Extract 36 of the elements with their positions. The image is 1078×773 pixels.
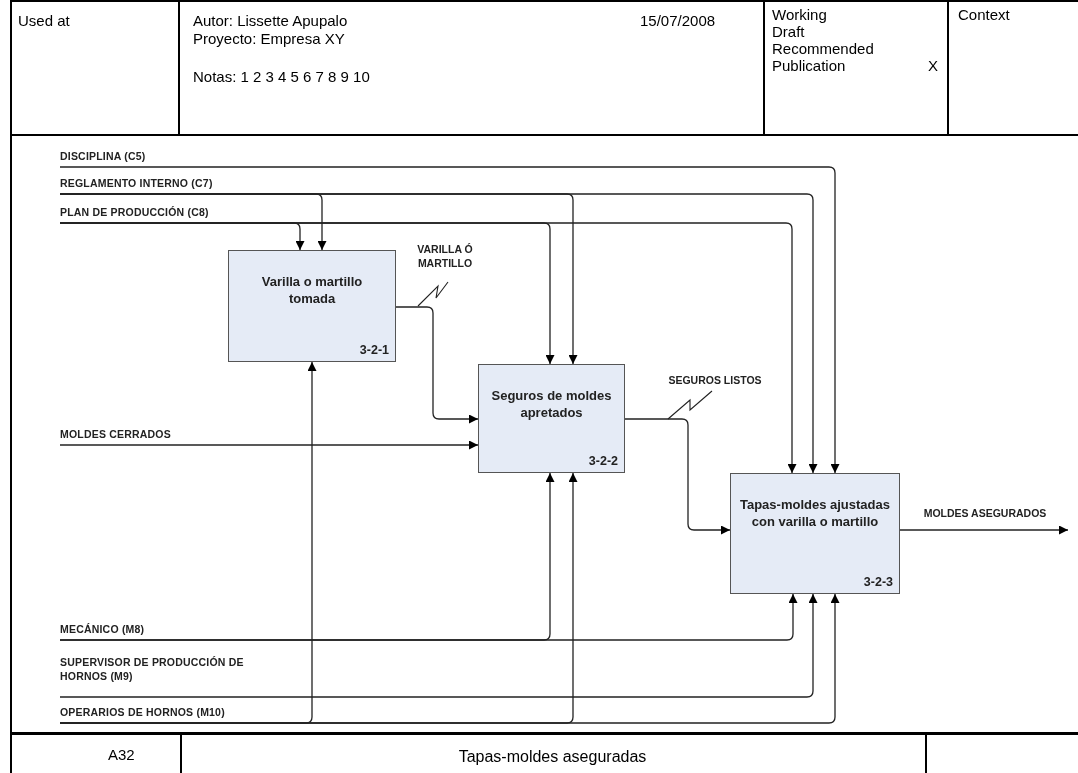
arrow-label: MOLDES CERRADOS bbox=[60, 427, 210, 441]
header-text: Recommended bbox=[772, 40, 874, 57]
arrow bbox=[59, 593, 798, 641]
process-box bbox=[730, 473, 900, 594]
header-text: Draft bbox=[772, 23, 805, 40]
header-text: Context bbox=[958, 6, 1010, 23]
box-title: Varilla o martillo tomada bbox=[260, 273, 364, 307]
header-text: Working bbox=[772, 6, 827, 23]
arrow-label: REGLAMENTO INTERNO (C7) bbox=[60, 176, 235, 190]
arrow-label: DISCIPLINA (C5) bbox=[60, 149, 200, 163]
header-text: Publication bbox=[772, 57, 846, 74]
diagram-title: Tapas-moldes aseguradas bbox=[457, 748, 648, 766]
header-text: Notas: 1 2 3 4 5 6 7 8 9 10 bbox=[193, 68, 370, 85]
arrow bbox=[624, 418, 731, 535]
arrow bbox=[59, 440, 479, 450]
arrow bbox=[59, 593, 818, 698]
process-box bbox=[478, 364, 625, 473]
arrow-label: OPERARIOS DE HORNOS (M10) bbox=[60, 705, 260, 719]
process-box bbox=[228, 250, 396, 362]
header-text: Proyecto: Empresa XY bbox=[193, 30, 345, 47]
box-title: Tapas-moldes ajustadas con varilla o martillo bbox=[739, 496, 891, 530]
arrow bbox=[395, 306, 479, 424]
box-number: 3-2-1 bbox=[359, 343, 389, 357]
arrow-label: PLAN DE PRODUCCIÓN (C8) bbox=[60, 205, 235, 219]
header-text: X bbox=[928, 57, 938, 74]
box-number: 3-2-2 bbox=[588, 454, 618, 468]
header-text: 15/07/2008 bbox=[640, 12, 716, 29]
arrow-label: MECÁNICO (M8) bbox=[60, 622, 170, 636]
box-title: Seguros de moldes apretados bbox=[490, 387, 613, 421]
header-text: Used at bbox=[18, 12, 70, 29]
header-text: A32 bbox=[108, 746, 135, 763]
arrow-label: SUPERVISOR DE PRODUCCIÓN DE HORNOS (M9) bbox=[60, 655, 260, 683]
arrow bbox=[899, 525, 1069, 535]
header-text: Autor: Lissette Apupalo bbox=[193, 12, 348, 29]
arrow bbox=[59, 593, 840, 724]
box-number: 3-2-3 bbox=[863, 575, 893, 589]
